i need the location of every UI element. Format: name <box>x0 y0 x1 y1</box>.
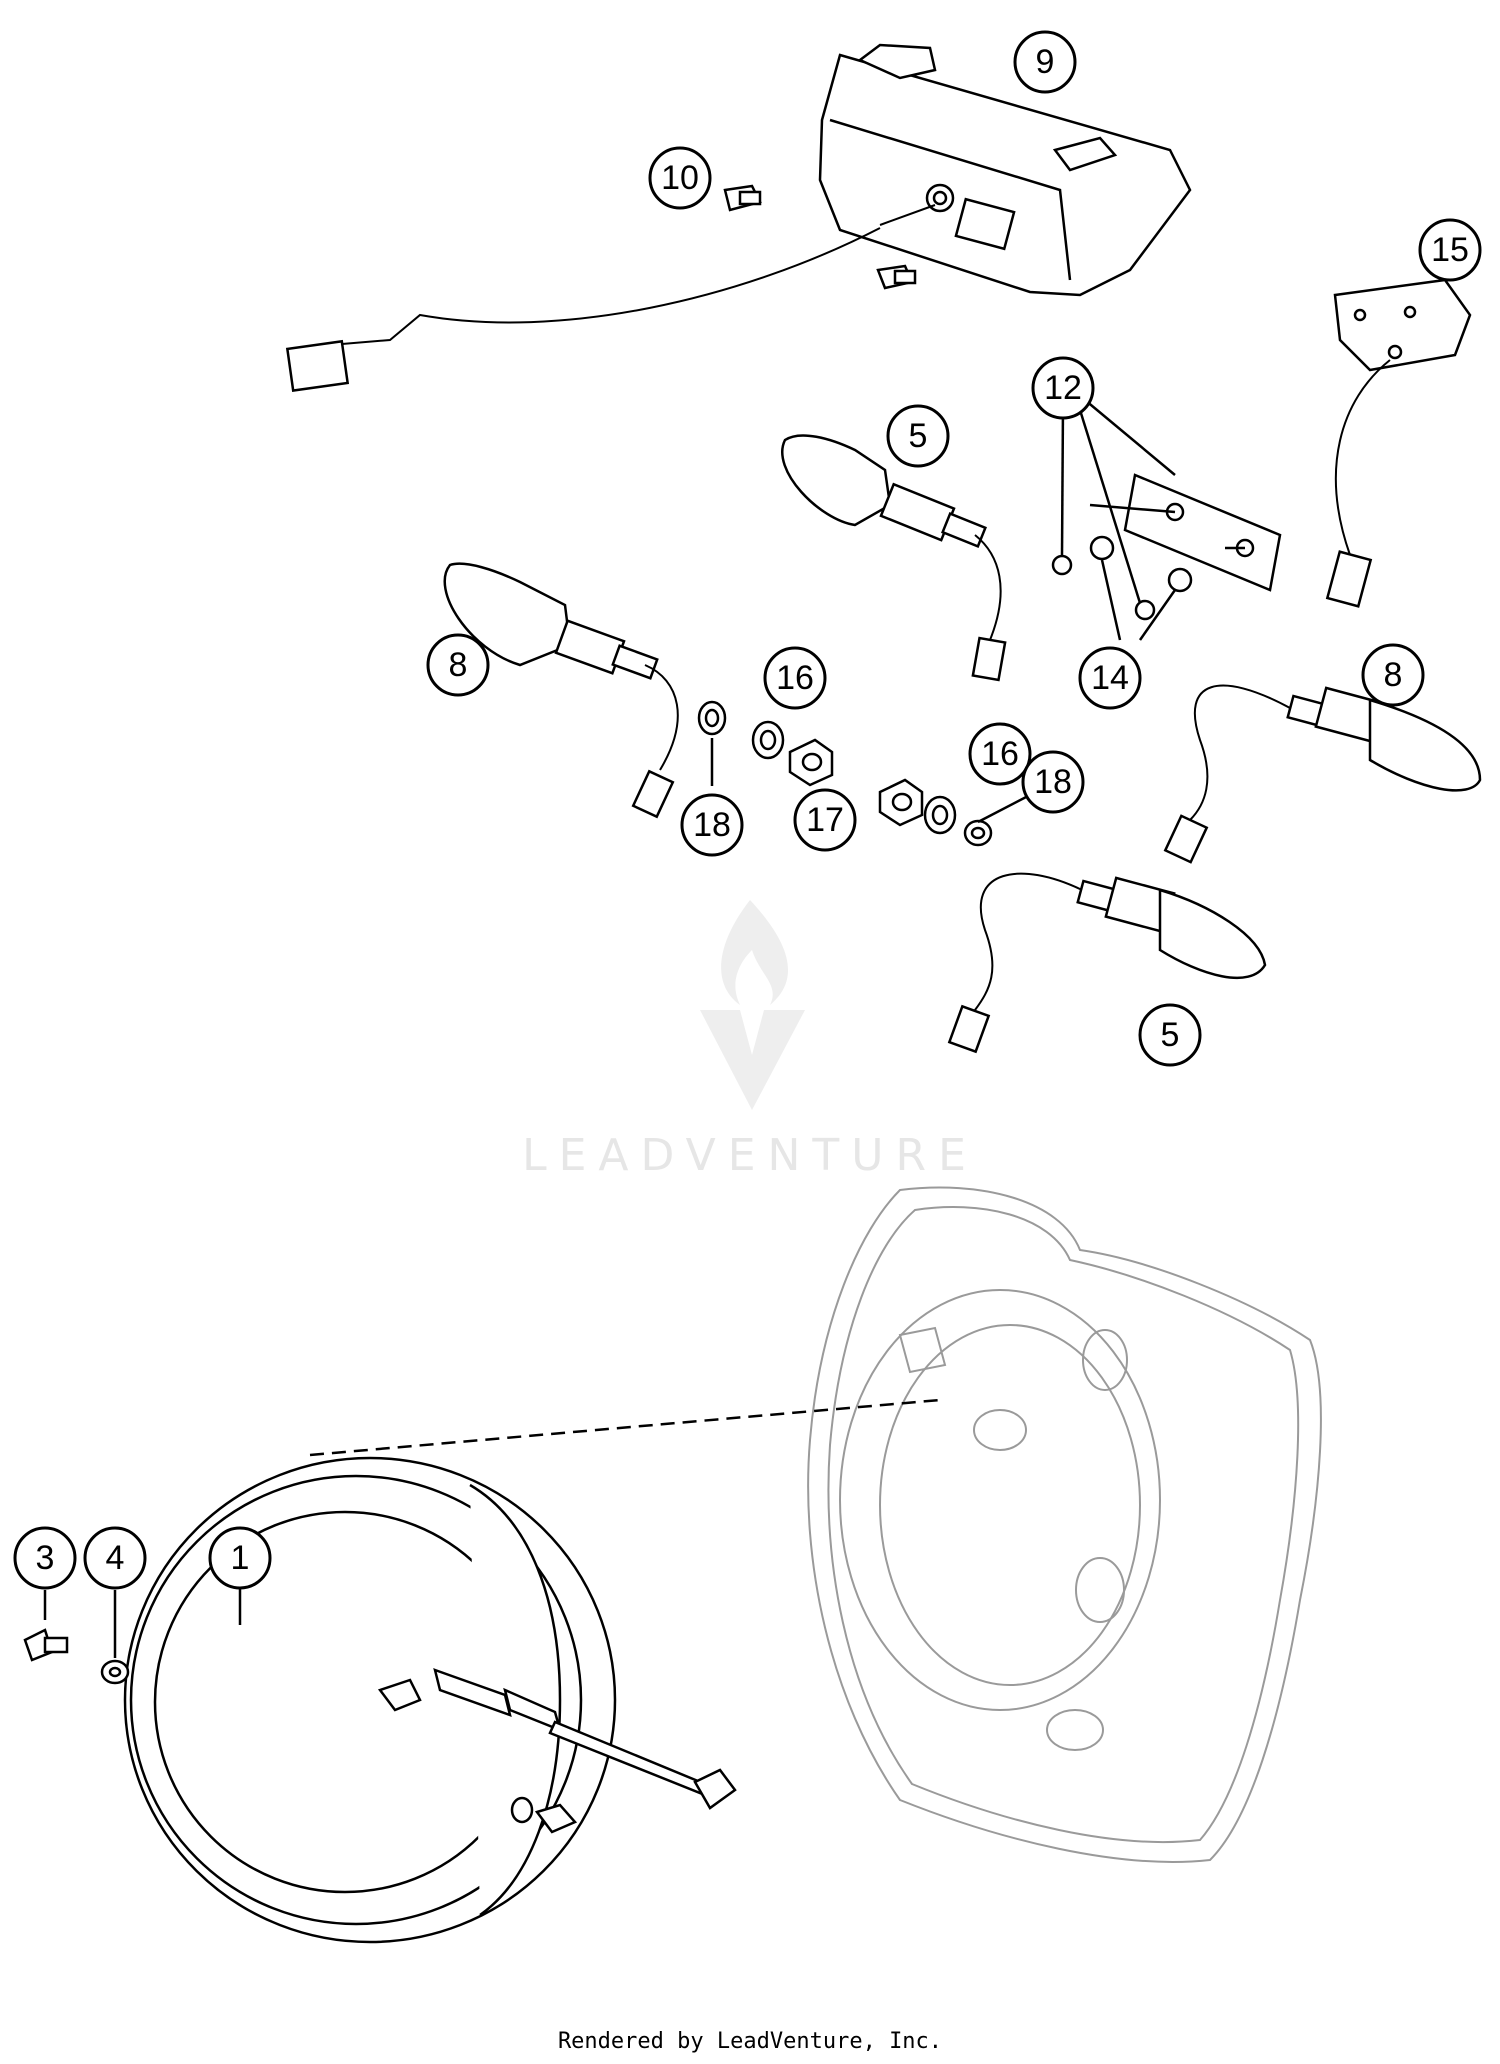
callout-18-left: 18 <box>680 793 744 857</box>
callout-15-label: 15 <box>1431 231 1469 269</box>
callout-16-right-label: 16 <box>981 735 1019 773</box>
callout-16-left-label: 16 <box>776 659 814 697</box>
callout-16-right: 16 <box>968 722 1032 786</box>
leadventure-watermark: LEADVENTURE <box>522 900 978 1181</box>
part-turn-signal-lower <box>947 872 1267 1054</box>
callout-3-label: 3 <box>36 1539 55 1577</box>
callout-1-label: 1 <box>231 1539 250 1577</box>
callout-9: 9 <box>1013 30 1077 94</box>
callout-5-lower: 5 <box>1138 1003 1202 1067</box>
callout-4-label: 4 <box>106 1539 125 1577</box>
leader-lines <box>43 399 1177 1658</box>
callout-17: 17 <box>793 788 857 852</box>
part-washer-4 <box>100 1659 130 1685</box>
callout-5-upper-label: 5 <box>909 417 928 455</box>
part-plate-bracket <box>1051 473 1282 621</box>
watermark-text: LEADVENTURE <box>522 1130 978 1181</box>
part-license-light <box>1325 278 1472 608</box>
callout-8-right-label: 8 <box>1384 656 1403 694</box>
footer-credit: Rendered by LeadVenture, Inc. <box>558 2029 942 2054</box>
callout-10-label: 10 <box>661 159 699 197</box>
callout-15: 15 <box>1418 218 1482 282</box>
callout-12-label: 12 <box>1044 369 1082 407</box>
part-hardware-left <box>697 700 834 787</box>
callout-18-right: 18 <box>1021 750 1085 814</box>
callout-5-upper: 5 <box>886 404 950 468</box>
part-turn-signal-left <box>443 562 679 819</box>
callout-5-lower-label: 5 <box>1161 1016 1180 1054</box>
callout-4: 4 <box>83 1526 147 1590</box>
part-headlight-mask-ghost <box>807 1186 1322 1863</box>
watermark-flame-logo <box>721 900 789 1005</box>
part-bolt-3 <box>23 1628 69 1662</box>
callout-14: 14 <box>1078 646 1142 710</box>
callout-16-left: 16 <box>763 646 827 710</box>
callout-18-left-label: 18 <box>693 806 731 844</box>
callout-8-right: 8 <box>1361 643 1425 707</box>
callout-3: 3 <box>13 1526 77 1590</box>
callout-12: 12 <box>1031 356 1095 420</box>
callout-8-left-label: 8 <box>449 646 468 684</box>
part-hardware-right <box>878 778 993 847</box>
callout-10: 10 <box>648 146 712 210</box>
part-headlight <box>123 1398 941 1944</box>
callout-8-left: 8 <box>426 633 490 697</box>
part-turn-signal-right <box>1163 684 1482 864</box>
callout-14-label: 14 <box>1091 659 1129 697</box>
callout-9-label: 9 <box>1036 43 1055 81</box>
callout-18-right-label: 18 <box>1034 763 1072 801</box>
watermark-v-logo <box>700 1010 805 1110</box>
part-tail-light-housing <box>285 43 1192 392</box>
callout-17-label: 17 <box>806 801 844 839</box>
part-turn-signal-upper <box>781 434 1007 682</box>
callout-1: 1 <box>208 1526 272 1590</box>
part-screws-10 <box>723 184 917 290</box>
